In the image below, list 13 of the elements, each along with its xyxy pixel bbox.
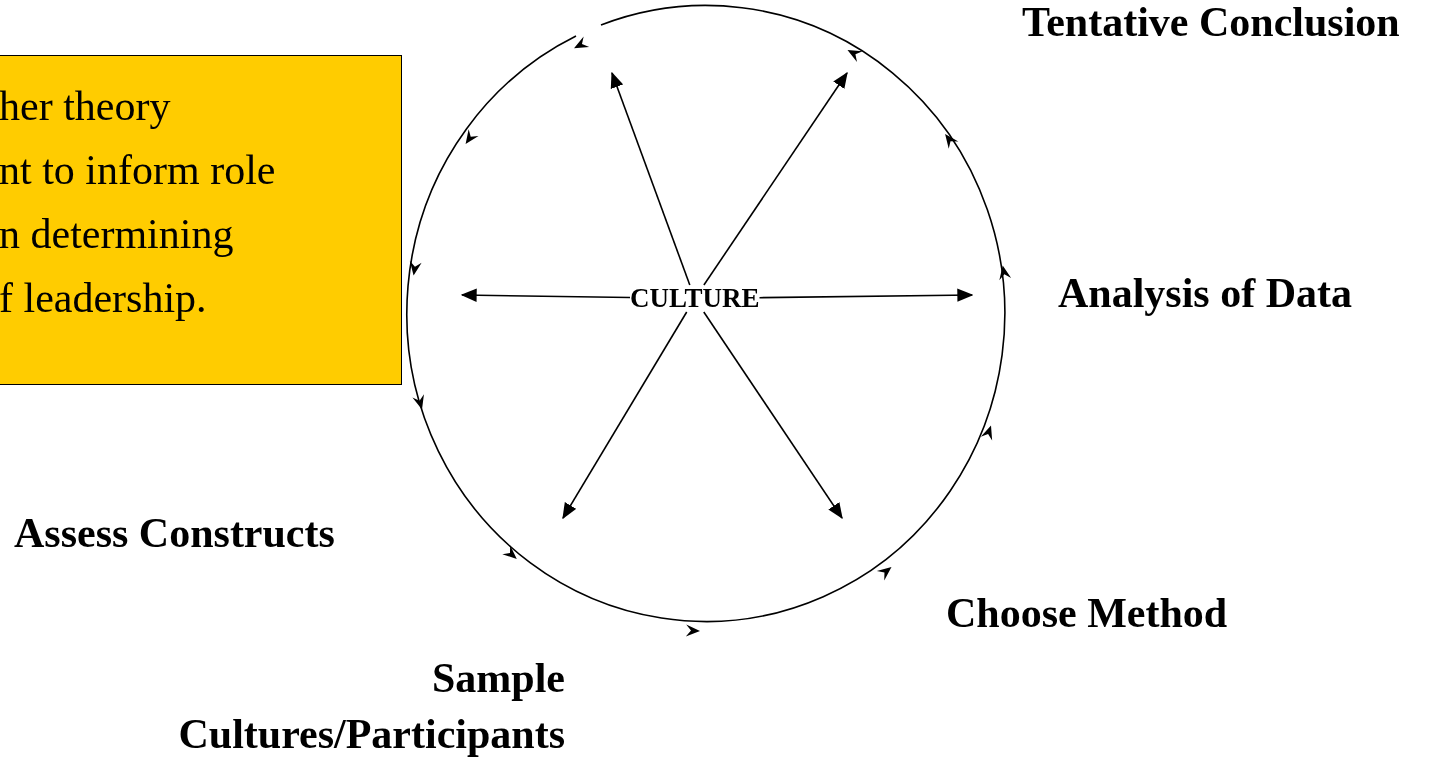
stage-label: Choose Method: [946, 589, 1228, 638]
note-box: [0, 55, 402, 385]
arrow: [460, 288, 631, 302]
stage-label: Analysis of Data: [1058, 269, 1353, 318]
arrow: [610, 71, 691, 286]
arrow: [562, 311, 688, 520]
stage-label: Assess Constructs: [14, 509, 335, 558]
stage-label: Tentative Conclusion: [1022, 0, 1400, 47]
stage-label: Sample Cultures/Participants: [177, 654, 565, 759]
arrow: [703, 311, 843, 520]
arrow: [703, 71, 848, 286]
center-label: CULTURE: [630, 285, 760, 312]
arrow: [758, 288, 974, 302]
